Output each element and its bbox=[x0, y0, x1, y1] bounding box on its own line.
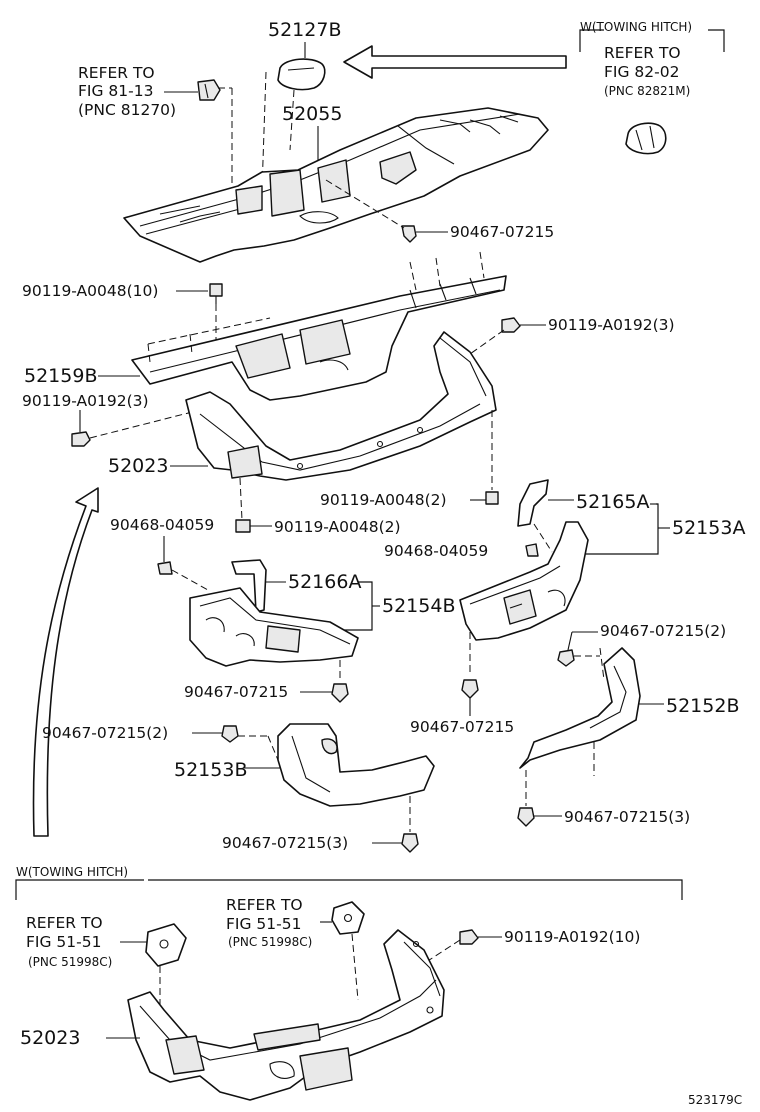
part-label-a0048-2-left: 90119-A0048(2) bbox=[274, 518, 401, 536]
part-label-52166a: 52166A bbox=[288, 571, 361, 593]
harness-bracket-right-icon bbox=[331, 901, 365, 935]
clip-icon-right bbox=[525, 543, 539, 557]
bolt-icon-hitch bbox=[459, 929, 479, 945]
clip-fastener-center-left bbox=[331, 683, 349, 703]
towing-hitch-bottom-section: W(TOWING HITCH) REFER TO FIG 51-51 (PNC … bbox=[15, 865, 683, 1101]
bumper-side-bracket-left bbox=[189, 587, 359, 667]
refer-51-left-line-3: (PNC 51998C) bbox=[28, 955, 112, 969]
refer-82-line-2: FIG 82-02 bbox=[604, 63, 679, 81]
part-label-07215-3-bottom: 90467-07215(3) bbox=[222, 834, 348, 852]
part-label-07215-3-right: 90467-07215(3) bbox=[564, 808, 690, 826]
part-label-52152b: 52152B bbox=[666, 695, 739, 717]
step-bumper-assembly: 52127B REFER TO FIG 81-13 (PNC 81270) 52… bbox=[78, 19, 567, 263]
refer-51-left-line-1: REFER TO bbox=[26, 914, 103, 932]
part-label-52023-top: 52023 bbox=[108, 455, 168, 477]
part-label-a0192-3-right: 90119-A0192(3) bbox=[548, 316, 675, 334]
refer-line-3: (PNC 81270) bbox=[78, 101, 176, 119]
part-label-52153a: 52153A bbox=[672, 517, 745, 539]
part-label-52154b: 52154B bbox=[382, 595, 455, 617]
clip-icon-left bbox=[157, 561, 173, 575]
clip-fastener-right-2 bbox=[557, 649, 575, 667]
bolt-icon-lower bbox=[235, 519, 251, 533]
license-lamp-plug-icon bbox=[197, 79, 221, 101]
part-label-52023-bottom: 52023 bbox=[20, 1027, 80, 1049]
refer-51-right-line-2: FIG 51-51 bbox=[226, 915, 301, 933]
part-label-07215-2-right: 90467-07215(2) bbox=[600, 622, 726, 640]
step-pad-52127b bbox=[277, 58, 326, 91]
towing-hitch-frame-52023 bbox=[127, 929, 445, 1101]
part-label-a0192-3-left: 90119-A0192(3) bbox=[22, 392, 149, 410]
part-label-52153b: 52153B bbox=[174, 759, 247, 781]
bumper-extension-52152b bbox=[519, 647, 641, 769]
rear-frame-crossmember-52023 bbox=[185, 331, 497, 481]
rear-step-bumper-52055 bbox=[123, 107, 549, 263]
clip-fastener-bottom-3 bbox=[401, 833, 419, 853]
bumper-reinforcement-52159b bbox=[131, 275, 507, 401]
bracket-section: 52165A 52153A 90468-04059 90468-04059 bbox=[42, 479, 745, 853]
bumper-extension-52153b bbox=[277, 723, 435, 807]
refer-51-left-line-2: FIG 51-51 bbox=[26, 933, 101, 951]
refer-51-right-line-3: (PNC 51998C) bbox=[228, 935, 312, 949]
towing-hitch-header-bottom: W(TOWING HITCH) bbox=[16, 865, 128, 879]
reinforcement-section: 90119-A0048(10) 52159B 90119-A0192(3 bbox=[22, 251, 675, 536]
clip-fastener-right-3 bbox=[517, 807, 535, 827]
clip-fastener-center-right bbox=[461, 679, 479, 699]
part-label-52055: 52055 bbox=[282, 103, 342, 125]
bumper-side-bracket-right bbox=[459, 521, 589, 641]
bolt-icon-left bbox=[71, 431, 91, 447]
towing-hitch-header-top: W(TOWING HITCH) bbox=[580, 20, 692, 34]
part-label-07215-2-left: 90467-07215(2) bbox=[42, 724, 168, 742]
part-label-52165a: 52165A bbox=[576, 491, 649, 513]
direction-arrow bbox=[343, 45, 567, 79]
curved-arrow bbox=[32, 487, 99, 837]
harness-bracket-left-icon bbox=[145, 923, 187, 967]
towing-hitch-top-box: W(TOWING HITCH) REFER TO FIG 82-02 (PNC … bbox=[579, 20, 725, 155]
refer-82-line-1: REFER TO bbox=[604, 44, 681, 62]
part-label-07215-center-right: 90467-07215 bbox=[410, 718, 514, 736]
hitch-connector-icon bbox=[625, 122, 667, 155]
part-label-52159b: 52159B bbox=[24, 365, 97, 387]
part-label-04059-right: 90468-04059 bbox=[384, 542, 488, 560]
part-label-a0048-2-center: 90119-A0048(2) bbox=[320, 491, 447, 509]
bracket-piece-52165a bbox=[517, 479, 549, 527]
refer-82-line-3: (PNC 82821M) bbox=[604, 84, 690, 98]
part-label-07215-center-left: 90467-07215 bbox=[184, 683, 288, 701]
part-label-04059-left: 90468-04059 bbox=[110, 516, 214, 534]
refer-line-2: FIG 81-13 bbox=[78, 82, 153, 100]
bolt-icon-right bbox=[501, 317, 521, 333]
refer-line-1: REFER TO bbox=[78, 64, 155, 82]
bolt-icon bbox=[209, 283, 223, 304]
part-label-a0192-10: 90119-A0192(10) bbox=[504, 928, 640, 946]
part-label-a0048-10: 90119-A0048(10) bbox=[22, 282, 158, 300]
part-label-52127b: 52127B bbox=[268, 19, 341, 41]
clip-fastener-icon bbox=[401, 225, 417, 243]
bolt-icon-center bbox=[485, 491, 499, 505]
refer-51-right-line-1: REFER TO bbox=[226, 896, 303, 914]
part-label-90467-top: 90467-07215 bbox=[450, 223, 554, 241]
clip-fastener-left-2 bbox=[221, 725, 239, 743]
illustration-code: 523179C bbox=[688, 1093, 742, 1107]
